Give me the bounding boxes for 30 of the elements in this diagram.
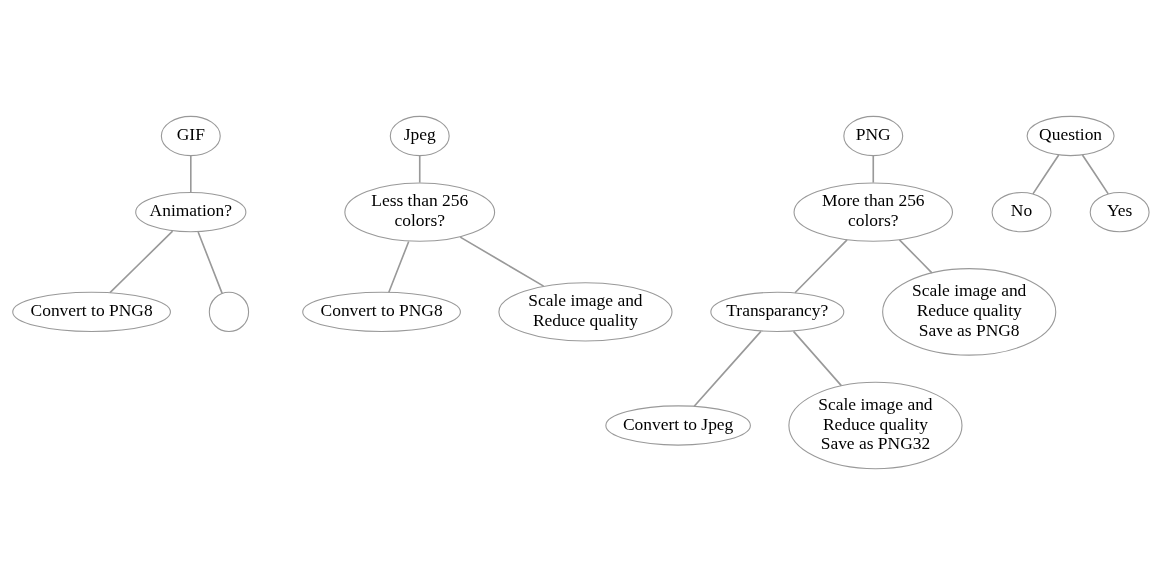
node-ellipse: Animation?: [135, 192, 247, 233]
node-ellipse: Convert to PNG8: [12, 291, 171, 333]
node-ellipse: Scale image and Reduce quality Save as PNG32: [788, 381, 963, 470]
connector: [794, 239, 848, 294]
connector: [1081, 154, 1110, 195]
connector: [109, 230, 174, 294]
node-ellipse: Convert to PNG8: [302, 291, 461, 333]
node-ellipse: Transparancy?: [710, 291, 845, 333]
connector: [872, 154, 875, 184]
connector: [197, 231, 223, 295]
node-ellipse: Less than 256 colors?: [344, 182, 496, 242]
node-ellipse: PNG: [843, 115, 904, 157]
connector: [418, 154, 421, 184]
node-circle: [208, 291, 250, 333]
node-ellipse: Scale image and Reduce quality: [498, 282, 673, 342]
connector: [388, 240, 410, 293]
node-ellipse: GIF: [160, 115, 221, 157]
connector: [459, 236, 545, 287]
node-ellipse: Question: [1026, 115, 1115, 157]
connector: [189, 154, 192, 193]
node-ellipse: Jpeg: [389, 115, 450, 157]
node-ellipse: No: [991, 192, 1052, 233]
connector: [693, 330, 762, 408]
connector: [898, 239, 933, 274]
node-ellipse: Convert to Jpeg: [605, 405, 751, 446]
node-ellipse: Scale image and Reduce quality Save as PNG8: [882, 268, 1057, 356]
node-ellipse: More than 256 colors?: [793, 182, 954, 242]
connector: [1032, 154, 1060, 195]
connector: [792, 330, 843, 387]
node-ellipse: Yes: [1089, 192, 1150, 233]
